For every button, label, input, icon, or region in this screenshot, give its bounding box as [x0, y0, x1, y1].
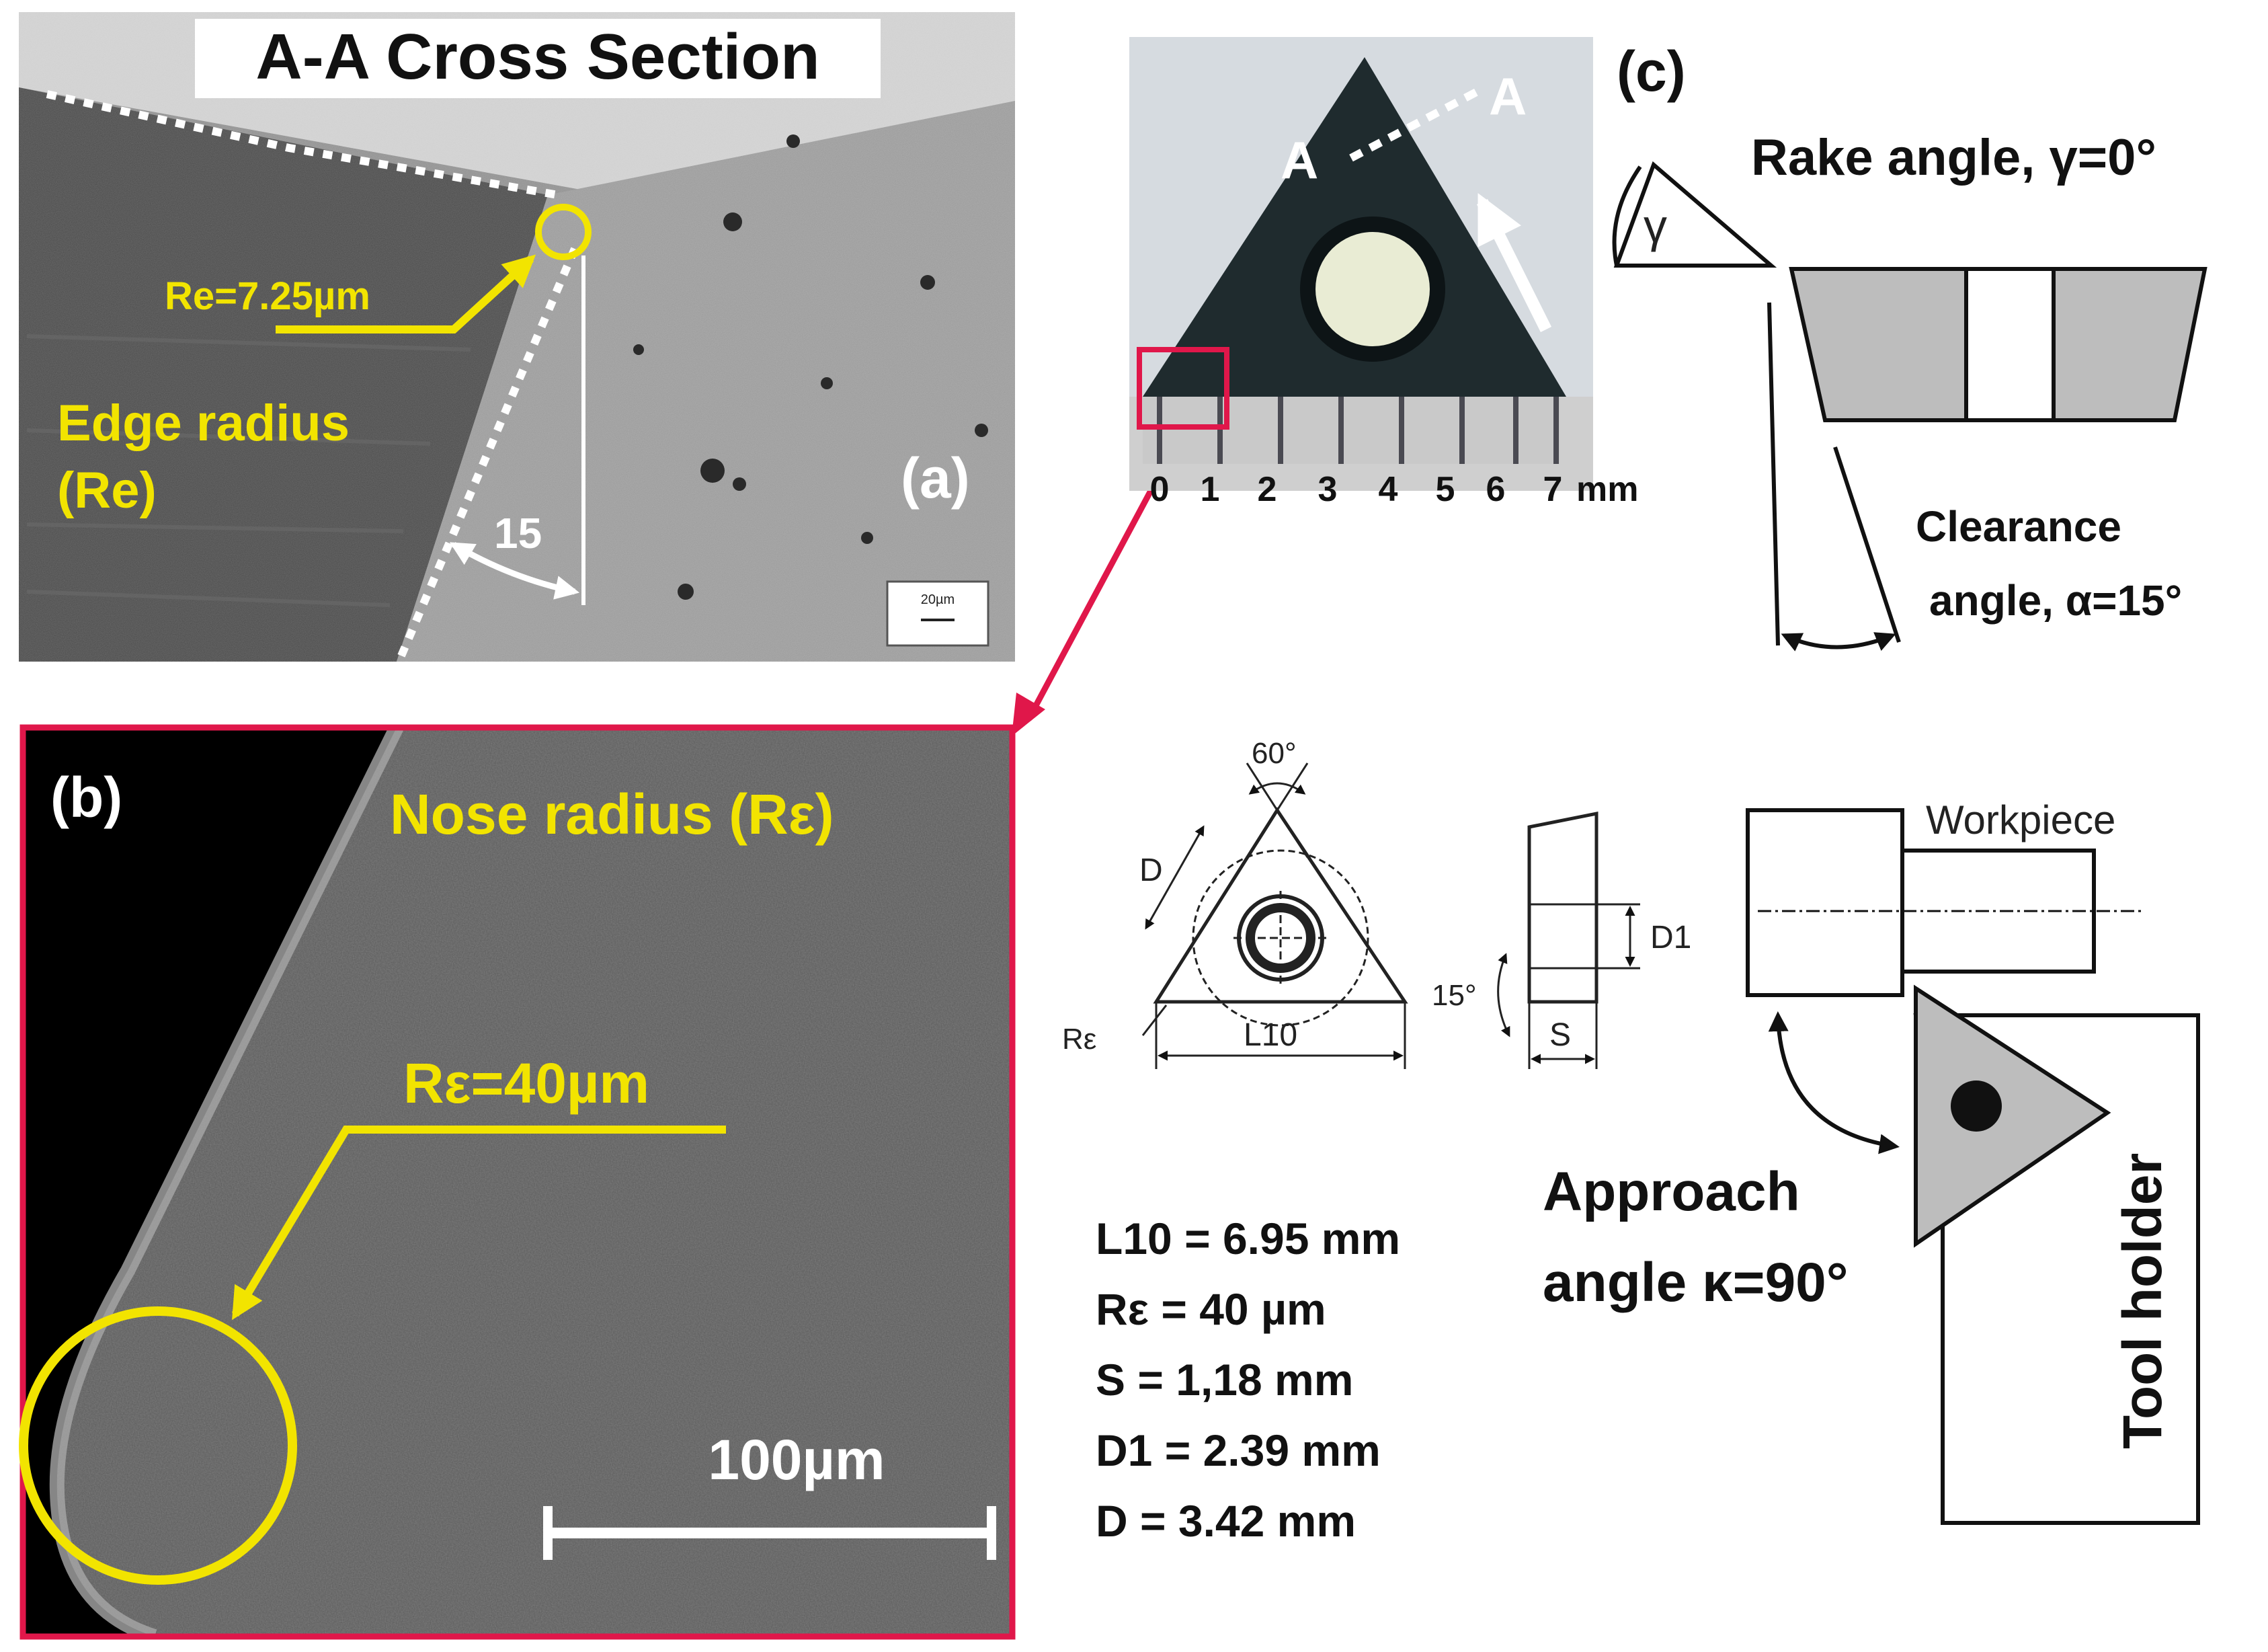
drawing-dim-L10: L10 — [1244, 1017, 1297, 1053]
ruler-unit: mm — [1576, 470, 1638, 509]
rake-clearance-schematic: γ Rake angle, γ=0° Clearance angle, α=15… — [1612, 129, 2208, 652]
insert-hole-section — [1964, 267, 2056, 422]
feed-direction-arrow — [1476, 193, 1552, 333]
ruler-tick: 0 — [1150, 470, 1170, 509]
approach-angle-schematic: Workpiece Approach angle κ=90° Tool hold… — [1543, 797, 2200, 1525]
panel-b-annotations: (b) Nose radius (Rε) Rε=40µm 100µm — [19, 724, 1016, 1640]
clearance-angle-label: angle, α=15° — [1929, 576, 2182, 625]
nose-highlight-box — [1137, 347, 1229, 430]
spec-line: L10 = 6.95 mm — [1096, 1214, 1400, 1263]
nose-radius-pointer — [231, 1126, 726, 1321]
section-line — [1349, 87, 1481, 162]
panel-c-tag: (c) — [1617, 40, 1686, 103]
edge-radius-pointer — [276, 254, 536, 333]
spec-line: Rε = 40 µm — [1096, 1284, 1326, 1334]
nose-radius-label: Nose radius (Rε) — [390, 783, 834, 846]
panel-b-red-frame — [19, 724, 1016, 1640]
tool-holder-label: Tool holder — [2112, 1153, 2173, 1449]
workpiece-chuck — [1746, 808, 1904, 997]
spec-line: D = 3.42 mm — [1096, 1496, 1356, 1546]
cutting-insert — [1914, 984, 2111, 1248]
ruler-tick: 2 — [1258, 470, 1277, 509]
panel-a-scale-text: 20µm — [921, 592, 955, 607]
ruler-tick: 3 — [1318, 470, 1338, 509]
drawing-angle-60: 60° — [1252, 737, 1297, 770]
ruler-tick: 5 — [1436, 470, 1455, 509]
drawing-dim-Re: Rε — [1062, 1023, 1096, 1056]
spec-line: D1 = 2.39 mm — [1096, 1425, 1381, 1475]
insert-technical-drawing — [1141, 762, 1640, 1069]
panel-b-sem-image — [23, 727, 1012, 1637]
clearance-label: Clearance — [1916, 502, 2121, 551]
ruler-tick-labels: 0 1 2 3 4 5 6 7 mm — [1150, 470, 1639, 509]
panel-b-tag: (b) — [50, 766, 122, 829]
drawing-dim-D: D — [1139, 853, 1163, 888]
section-marks: A A — [1281, 67, 1552, 333]
drawing-angle-15: 15° — [1432, 979, 1477, 1012]
drawing-side-view — [1527, 811, 1598, 1004]
edge-radius-symbol: (Re) — [57, 462, 157, 519]
ruler-tick: 4 — [1379, 470, 1398, 509]
panel-a-tag: (a) — [901, 446, 970, 510]
ruler — [1143, 397, 1560, 464]
nose-radius-value: Rε=40µm — [403, 1052, 649, 1115]
rake-angle-triangle — [1613, 161, 1777, 268]
panel-a-sem-image — [19, 12, 1015, 662]
clearance-angle-arc — [1781, 632, 1896, 652]
rake-angle-symbol: γ — [1644, 200, 1667, 252]
drawing-dim-D1: D1 — [1650, 920, 1691, 955]
panel-a-title-box — [195, 19, 881, 98]
edge-radius-value: Re=7.25µm — [165, 274, 370, 318]
approach-label: Approach — [1543, 1161, 1800, 1222]
section-mark-right: A — [1489, 67, 1527, 126]
approach-angle-value: angle κ=90° — [1543, 1252, 1849, 1313]
drawing-labels: 60° D Rε L10 15° D1 S — [1062, 737, 1691, 1056]
panel-b-scale-text: 100µm — [708, 1428, 885, 1491]
panel-a-scale-box — [886, 580, 989, 647]
approach-angle-arc — [1768, 1011, 1900, 1154]
panel-a-angle-value: 15 — [494, 509, 542, 557]
insert-screw — [1951, 1080, 2002, 1132]
rake-angle-label: Rake angle, γ=0° — [1751, 129, 2156, 186]
nose-radius-circle — [19, 1306, 297, 1585]
drawing-dim-S: S — [1549, 1017, 1571, 1053]
spec-line: S = 1,18 mm — [1096, 1355, 1353, 1405]
drawing-triangle — [1153, 807, 1408, 1004]
clearance-angle-arc — [449, 542, 580, 600]
ruler-tick: 7 — [1543, 470, 1563, 509]
insert-specs: L10 = 6.95 mm Rε = 40 µm S = 1,18 mm D1 … — [1096, 1214, 1400, 1546]
zoom-connector-arrowhead — [1012, 693, 1045, 736]
edge-radius-circle — [535, 204, 592, 260]
ruler-tick: 1 — [1201, 470, 1220, 509]
workpiece-label: Workpiece — [1926, 797, 2115, 842]
rake-face-dotted-line — [46, 90, 559, 199]
ruler-tick: 6 — [1486, 470, 1506, 509]
edge-radius-label: Edge radius — [57, 395, 350, 452]
panel-a-title: A-A Cross Section — [255, 21, 819, 93]
panel-a-annotations: A-A Cross Section Re=7.25µm Edge radius … — [46, 19, 989, 661]
clearance-face-line — [1833, 446, 1901, 643]
section-mark-left: A — [1281, 130, 1318, 190]
vertical-reference — [1767, 302, 1780, 646]
